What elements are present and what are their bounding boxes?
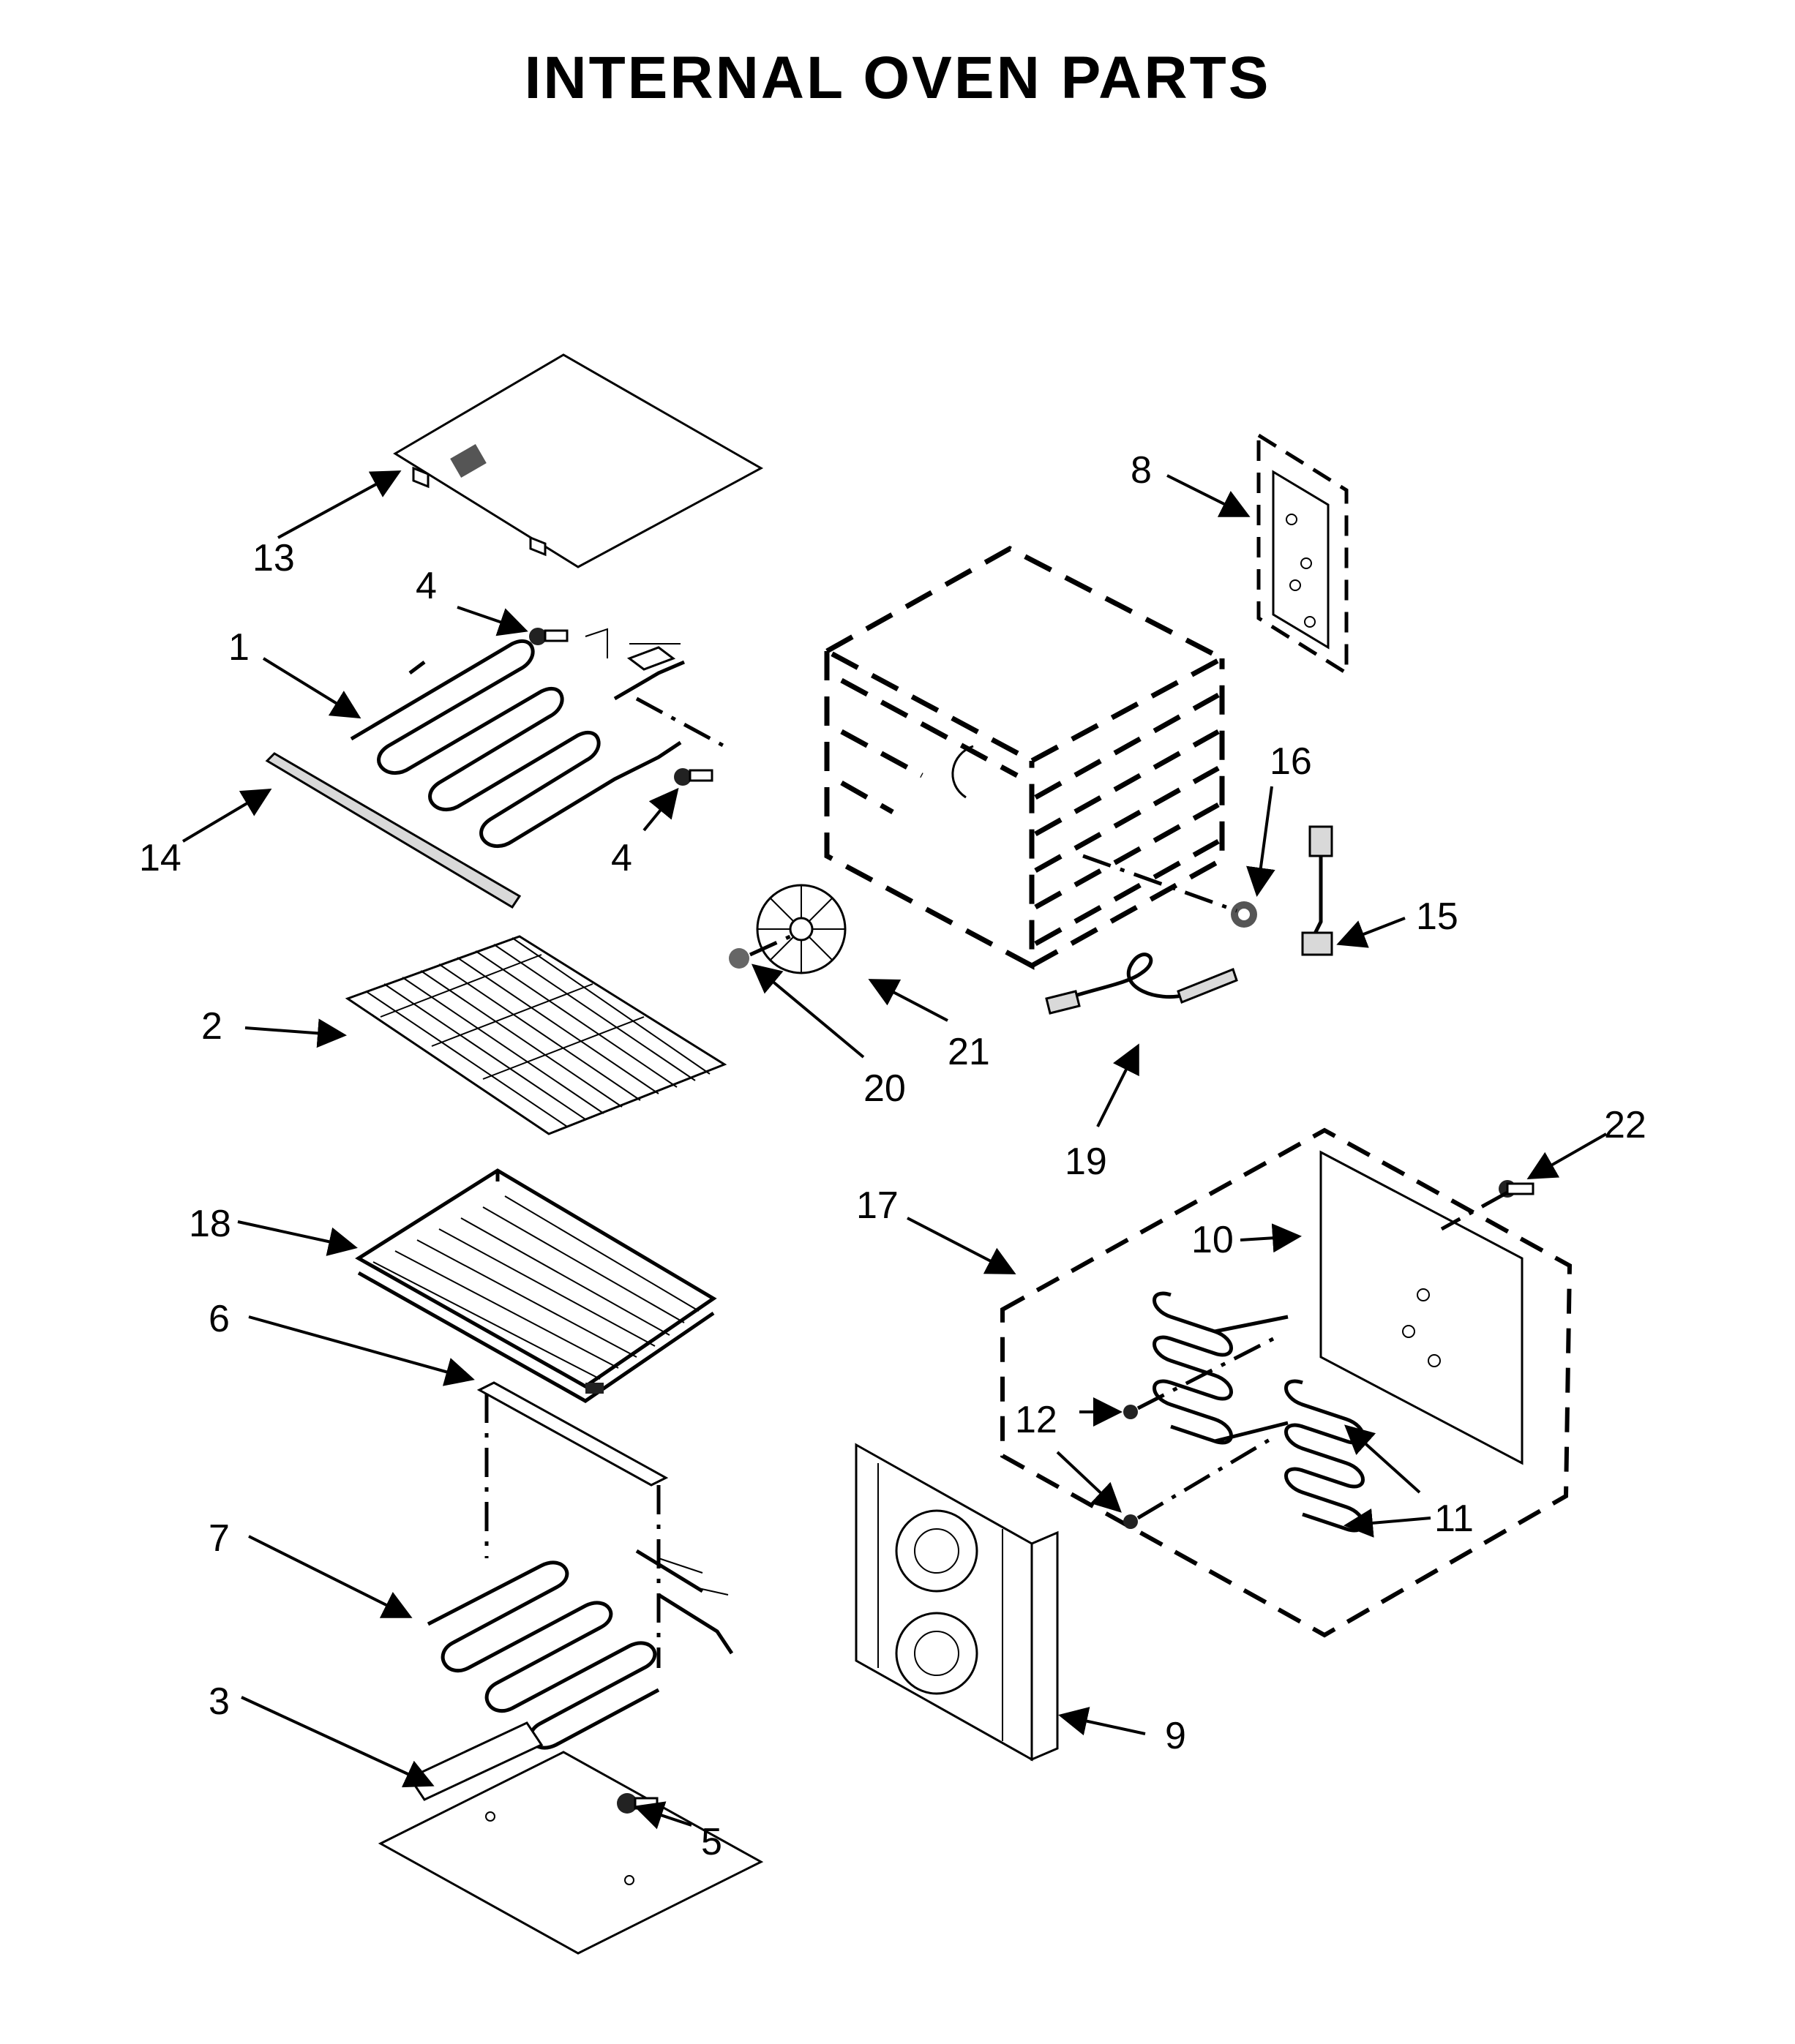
callout-14: 14 xyxy=(139,837,181,879)
convection-assembly-part xyxy=(1000,1127,1573,1638)
trim-strip-part xyxy=(265,752,522,909)
fan-blade-part xyxy=(756,884,847,974)
callout-6: 6 xyxy=(209,1298,230,1340)
callout-8: 8 xyxy=(1131,449,1152,492)
bottom-panel-part xyxy=(378,1721,764,1955)
bracket-part xyxy=(1256,432,1349,677)
terminal-screw-lower-part xyxy=(635,696,726,786)
callout-4-upper: 4 xyxy=(416,565,437,607)
convection-screws-part xyxy=(1123,1337,1275,1529)
callout-13: 13 xyxy=(252,537,295,579)
callout-1: 1 xyxy=(228,626,250,669)
temperature-sensor-part xyxy=(1045,953,1238,1015)
callout-10: 10 xyxy=(1191,1219,1234,1261)
callout-18: 18 xyxy=(189,1203,231,1245)
oven-rack-part xyxy=(345,935,727,1135)
callout-20: 20 xyxy=(863,1067,906,1110)
callout-4-lower: 4 xyxy=(611,837,632,879)
callout-3: 3 xyxy=(209,1680,230,1723)
sensor-probe-part xyxy=(1301,825,1333,956)
oven-cavity-part xyxy=(821,546,1228,970)
nut-part xyxy=(1082,854,1257,928)
callout-19: 19 xyxy=(1065,1141,1107,1183)
callout-11: 11 xyxy=(1434,1498,1474,1540)
callout-7: 7 xyxy=(209,1517,230,1560)
fan-nut-part xyxy=(729,934,792,969)
callout-22: 22 xyxy=(1604,1104,1646,1146)
sliding-rack-part xyxy=(355,1168,717,1403)
top-panel-part xyxy=(393,353,764,568)
broil-element-part xyxy=(350,628,685,848)
callout-2: 2 xyxy=(201,1005,222,1048)
callout-12: 12 xyxy=(1015,1399,1057,1441)
callout-16: 16 xyxy=(1270,740,1312,783)
bake-shield-part xyxy=(476,1381,669,1668)
callout-labels: 13 4 1 14 4 2 18 6 7 3 5 8 16 15 21 20 1… xyxy=(139,449,1646,1863)
rear-screw-part xyxy=(1440,1180,1534,1231)
callout-17: 17 xyxy=(856,1184,899,1227)
callout-5: 5 xyxy=(701,1821,722,1863)
callout-21: 21 xyxy=(948,1031,990,1073)
callout-9: 9 xyxy=(1165,1715,1186,1757)
bake-element-part xyxy=(427,1549,734,1750)
convection-plate-part xyxy=(1319,1150,1524,1465)
leader-lines xyxy=(181,470,1607,1830)
callout-15: 15 xyxy=(1416,895,1458,938)
fan-housing-part xyxy=(855,1443,1059,1762)
terminal-screw-upper-part xyxy=(529,628,569,645)
diagram-title: INTERNAL OVEN PARTS xyxy=(524,45,1271,111)
convection-element-part xyxy=(1153,1291,1365,1533)
